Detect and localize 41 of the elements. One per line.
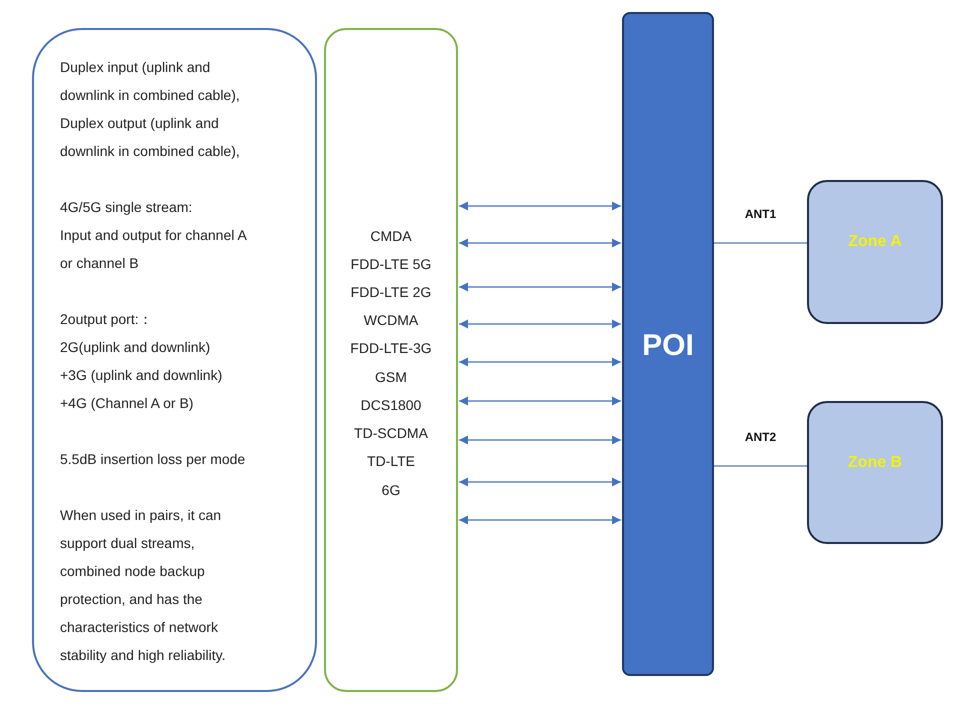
band-name: FDD-LTE 5G bbox=[350, 255, 432, 274]
double-arrow bbox=[459, 202, 621, 210]
zone-box bbox=[807, 401, 943, 544]
band-name: FDD-LTE 2G bbox=[350, 283, 432, 302]
edge-label: ANT2 bbox=[744, 430, 776, 444]
zone-label: Zone A bbox=[847, 232, 903, 252]
edge-label: ANT1 bbox=[744, 207, 776, 221]
connector-line bbox=[714, 465, 807, 467]
poi-bar bbox=[622, 12, 714, 676]
note-text: 4G/5G single stream: bbox=[60, 198, 194, 217]
zone-box bbox=[807, 180, 943, 324]
zone-label: Zone B bbox=[846, 452, 904, 472]
double-arrow bbox=[459, 238, 621, 248]
note-text: 2G(uplink and downlink) bbox=[60, 338, 212, 357]
double-arrow bbox=[459, 358, 621, 366]
poi-label: POI bbox=[641, 328, 695, 364]
band-name: GSM bbox=[374, 368, 408, 387]
note-text: +3G (uplink and downlink) bbox=[60, 366, 224, 385]
note-text: Duplex output (uplink and downlink in combined cable), bbox=[60, 114, 241, 161]
band-list-panel bbox=[324, 28, 458, 692]
double-arrow bbox=[459, 436, 621, 444]
note-text: 5.5dB insertion loss per mode bbox=[60, 450, 246, 469]
double-arrow bbox=[459, 478, 621, 486]
double-arrow bbox=[459, 282, 621, 292]
band-name: DCS1800 bbox=[360, 396, 422, 415]
note-text: 2output port:： bbox=[60, 310, 154, 329]
double-arrow bbox=[459, 516, 621, 524]
note-text: +4G (Channel A or B) bbox=[60, 394, 194, 413]
band-name: 6G bbox=[380, 481, 402, 500]
note-text: Duplex input (uplink and downlink in combined cable), bbox=[60, 58, 241, 105]
band-name: FDD-LTE-3G bbox=[349, 339, 433, 358]
connector-line bbox=[714, 242, 807, 244]
band-name: WCDMA bbox=[362, 311, 420, 330]
band-name: CMDA bbox=[369, 227, 413, 246]
note-text: Input and output for channel A or channel B bbox=[60, 226, 248, 273]
notes-panel bbox=[32, 28, 317, 692]
double-arrow bbox=[459, 396, 621, 406]
band-name: TD-SCDMA bbox=[353, 424, 429, 443]
note-text: When used in pairs, it can support dual streams, combined node backup protection, and has the characteristics of network stability and high reliability. bbox=[60, 506, 226, 665]
band-name: TD-LTE bbox=[366, 452, 416, 471]
double-arrow bbox=[459, 320, 621, 328]
